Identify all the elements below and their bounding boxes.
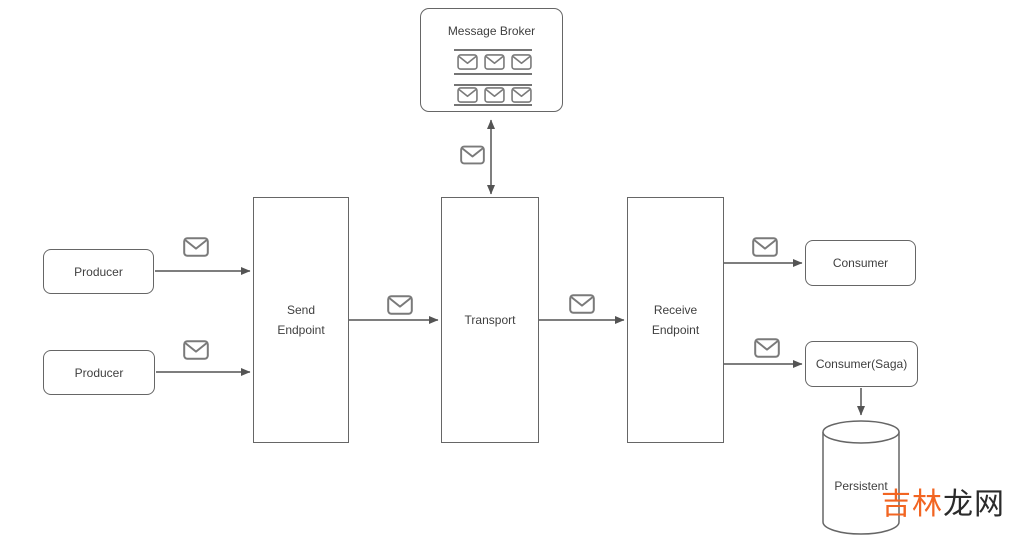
watermark-rest: 龙网 [943, 487, 1005, 522]
envelope-icon [484, 54, 505, 70]
producer-bottom-label: Producer [74, 365, 124, 380]
envelope-icon [183, 237, 209, 257]
envelope-icon [754, 338, 780, 358]
envelope-icon [569, 294, 595, 314]
persistent-store-label: Persistent [834, 479, 888, 493]
node-send-endpoint: Send Endpoint [253, 197, 349, 443]
envelope-icon [752, 237, 778, 257]
envelope-icon [183, 340, 209, 360]
receive-endpoint-label-line1: Receive [653, 303, 698, 317]
node-producer-top: Producer [43, 249, 154, 294]
envelope-icon [457, 54, 478, 70]
node-consumer: Consumer [805, 240, 916, 286]
node-transport: Transport [441, 197, 539, 443]
send-endpoint-label-line2: Endpoint [277, 323, 325, 337]
node-producer-bottom: Producer [43, 350, 155, 395]
queue-line [454, 73, 532, 75]
producer-top-label: Producer [74, 264, 123, 279]
queue-line [454, 84, 532, 86]
queue-line [454, 49, 532, 51]
queue-line [454, 104, 532, 106]
envelope-icon [457, 87, 478, 103]
node-receive-endpoint: Receive Endpoint [627, 197, 724, 443]
receive-endpoint-label-line2: Endpoint [651, 323, 700, 337]
message-broker-label: Message Broker [447, 24, 536, 38]
consumer-saga-label: Consumer(Saga) [815, 357, 908, 371]
consumer-label: Consumer [832, 256, 889, 270]
watermark-highlight: 吉林 [881, 487, 943, 522]
envelope-icon [511, 54, 532, 70]
envelope-icon [460, 145, 485, 165]
envelope-icon [511, 87, 532, 103]
database-cylinder-shape [822, 420, 900, 535]
send-endpoint-label-line1: Send [286, 303, 316, 317]
envelope-icon [484, 87, 505, 103]
node-consumer-saga: Consumer(Saga) [805, 341, 918, 387]
node-message-broker: Message Broker [420, 8, 563, 112]
watermark: 吉林龙网 [881, 489, 1005, 521]
envelope-icon [387, 295, 413, 315]
transport-label: Transport [464, 313, 516, 327]
